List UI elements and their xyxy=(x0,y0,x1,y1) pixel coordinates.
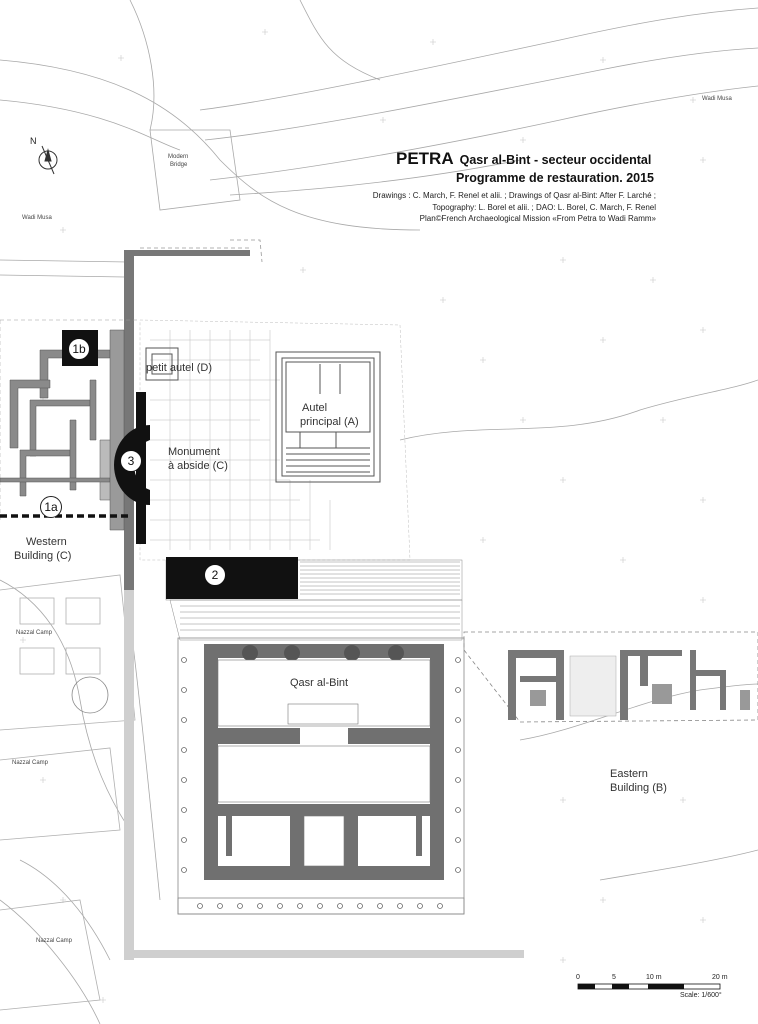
temple-porch-columns xyxy=(242,645,404,661)
petit-autel xyxy=(145,347,179,381)
western-building-label-2: Building (C) xyxy=(14,550,72,562)
temple-interior xyxy=(217,659,431,867)
nazzal-camp-label: Nazzal Camp xyxy=(36,938,73,944)
scale-bar-graphic xyxy=(577,983,721,990)
sector-2-block xyxy=(166,557,298,599)
western-building-label-1: Western xyxy=(26,536,67,548)
scale-tick-label: 0 xyxy=(576,974,580,981)
qasr-al-bint-temenos xyxy=(177,637,465,915)
sector-1b-badge: 1b xyxy=(68,338,90,360)
scale-tick-label: 10 m xyxy=(646,974,662,981)
programme-title: Programme de restauration. 2015 xyxy=(456,171,654,185)
credit-line: Plan©French Archaeological Mission «From… xyxy=(419,214,656,224)
nazzal-camp-label: Nazzal Camp xyxy=(12,760,49,766)
modern-bridge-label-2: Bridge xyxy=(170,162,188,168)
petit-autel-label: petit autel (D) xyxy=(146,362,213,374)
scale-tick-label: 20 m xyxy=(712,974,728,981)
modern-bridge-label-1: Modern xyxy=(168,154,189,160)
north-arrow-graphic xyxy=(38,145,58,175)
monumental-stairs xyxy=(165,559,463,641)
sector-3-badge: 3 xyxy=(120,450,142,472)
map-subtitle: Qasr al-Bint - secteur occidental xyxy=(459,153,652,167)
wadi-musa-east-label: Wadi Musa xyxy=(702,96,732,102)
scale-label: Scale: 1/600° xyxy=(680,992,722,999)
eastern-building-label-1: Eastern xyxy=(610,768,648,780)
map-title: PETRA Qasr al-Bint - secteur occidental xyxy=(396,149,651,169)
scale-tick-label: 5 xyxy=(612,974,616,981)
site-name: PETRA xyxy=(396,149,454,168)
monument-abside-label-1: Monument xyxy=(168,446,220,458)
temenos-columns xyxy=(181,657,461,909)
sanctuary-walls xyxy=(124,239,524,960)
north-label: N xyxy=(30,136,37,146)
nazzal-camp-label: Nazzal Camp xyxy=(16,630,53,636)
credit-line: Topography: L. Borel et alii. ; DAO: L. … xyxy=(432,202,656,212)
eastern-building-label-2: Building (B) xyxy=(610,782,667,794)
survey-points xyxy=(20,29,706,1003)
qasr-al-bint-temple xyxy=(204,644,444,880)
autel-principal-label-2: principal (A) xyxy=(300,416,359,428)
autel-principal-label-1: Autel xyxy=(302,402,328,414)
sector-1a-badge: 1a xyxy=(40,496,62,518)
monument-abside-label-2: à abside (C) xyxy=(168,460,228,472)
eastern-building xyxy=(463,631,758,723)
sector-2-badge: 2 xyxy=(204,564,226,586)
qasr-al-bint-label: Qasr al-Bint xyxy=(290,677,349,689)
west-strip xyxy=(136,392,146,544)
autel-principal xyxy=(275,351,381,483)
credit-line: Drawings : C. March, F. Renel et alii. ;… xyxy=(372,191,656,200)
credits-block: Drawings : C. March, F. Renel et alii. ;… xyxy=(373,190,656,225)
wadi-musa-west-label: Wadi Musa xyxy=(22,215,52,221)
